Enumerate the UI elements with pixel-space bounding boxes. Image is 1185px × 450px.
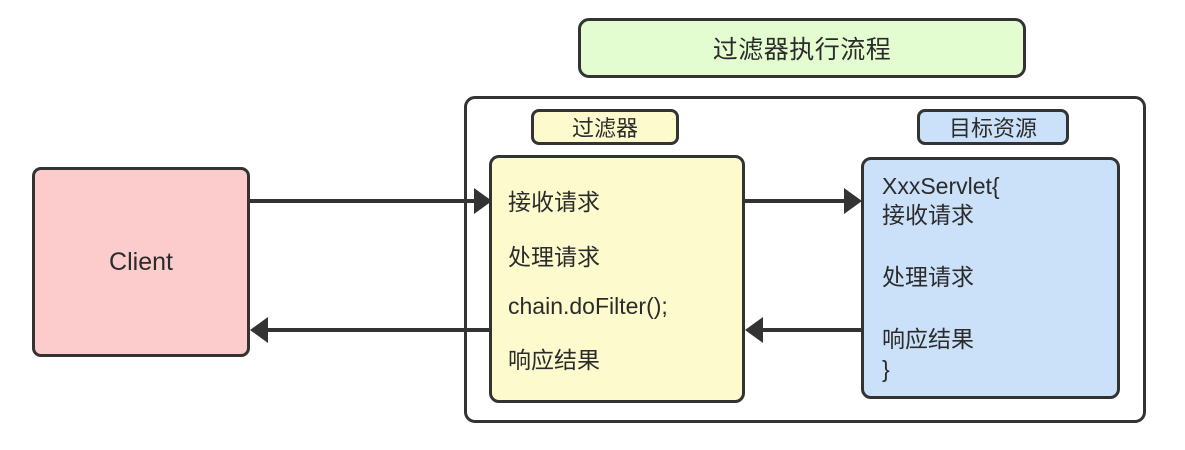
target-resource-tag: 目标资源 xyxy=(917,109,1069,145)
filter-tag-label: 过滤器 xyxy=(571,116,638,141)
resource-line-2: 接收请求 xyxy=(882,202,974,229)
filter-chain-container xyxy=(464,96,1146,423)
resource-line-3: 处理请求 xyxy=(882,264,974,291)
resource-group-bottom: 响应结果 } xyxy=(882,325,1117,384)
resource-line-4: 响应结果 xyxy=(882,326,974,353)
arrow-filter-to-client xyxy=(250,317,489,343)
target-resource-tag-label: 目标资源 xyxy=(948,116,1037,141)
filter-tag: 过滤器 xyxy=(531,109,679,145)
target-resource-node: XxxServlet{ 接收请求 处理请求 响应结果 } xyxy=(861,157,1120,399)
client-node: Client xyxy=(32,167,250,357)
filter-node: 接收请求 处理请求 chain.doFilter(); 响应结果 xyxy=(489,155,745,403)
client-label: Client xyxy=(109,247,173,276)
filter-line-1: 接收请求 xyxy=(508,188,600,215)
filter-line-2: 处理请求 xyxy=(508,243,600,270)
arrow-client-to-filter xyxy=(250,188,492,214)
filter-line-4: 响应结果 xyxy=(508,347,600,374)
diagram-title-box: 过滤器执行流程 xyxy=(578,18,1026,78)
filter-line-3: chain.doFilter(); xyxy=(508,293,668,320)
resource-line-5: } xyxy=(882,355,890,382)
resource-group-top: XxxServlet{ 接收请求 xyxy=(882,172,1117,231)
resource-group-middle: 处理请求 xyxy=(882,263,1117,292)
diagram-title-text: 过滤器执行流程 xyxy=(712,36,892,64)
resource-line-1: XxxServlet{ xyxy=(882,173,1000,199)
